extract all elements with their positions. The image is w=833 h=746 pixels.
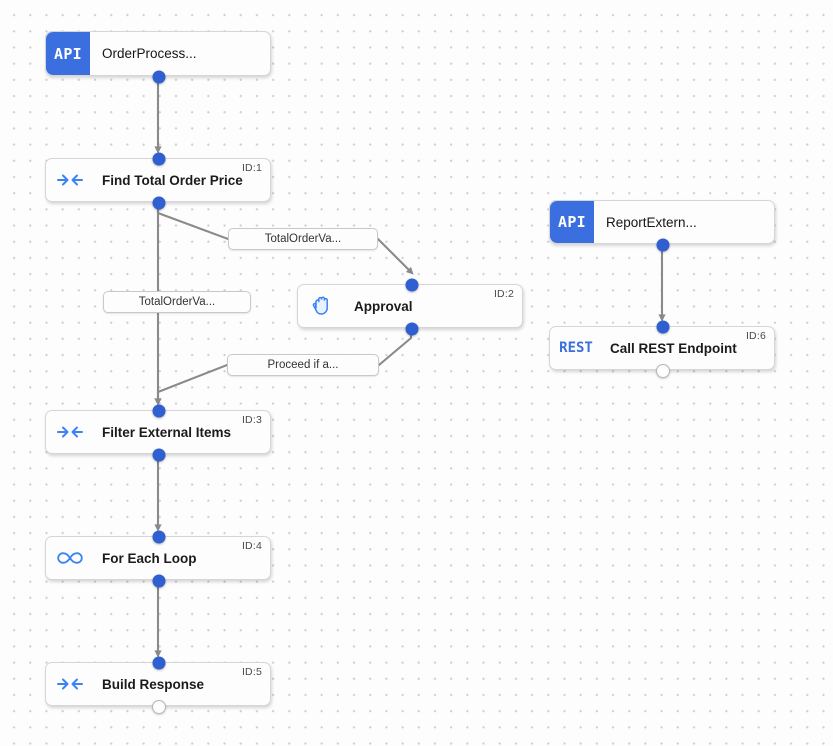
output-port[interactable] bbox=[152, 574, 166, 588]
node-id-label: ID:1 bbox=[241, 162, 262, 174]
node-title: For Each Loop bbox=[102, 550, 197, 566]
node-title: Find Total Order Price bbox=[102, 172, 243, 188]
node-find-total-order-price[interactable]: Find Total Order Price ID:1 bbox=[45, 152, 271, 210]
node-id-label: ID:5 bbox=[241, 666, 262, 678]
input-port[interactable] bbox=[405, 278, 419, 292]
api-badge-icon: API bbox=[46, 32, 90, 75]
infinity-icon bbox=[46, 550, 94, 566]
output-port[interactable] bbox=[152, 196, 166, 210]
output-port[interactable] bbox=[656, 238, 670, 252]
edge-label-total-order-va-1[interactable]: TotalOrderVa... bbox=[228, 228, 378, 250]
node-title: Filter External Items bbox=[102, 424, 232, 440]
output-port[interactable] bbox=[152, 70, 166, 84]
node-for-each-loop[interactable]: For Each Loop ID:4 bbox=[45, 530, 271, 588]
input-port[interactable] bbox=[656, 320, 670, 334]
merge-arrows-icon bbox=[46, 424, 94, 440]
node-id-label: ID:2 bbox=[493, 288, 514, 300]
edge-label-text: TotalOrderVa... bbox=[138, 296, 216, 308]
node-build-response[interactable]: Build Response ID:5 bbox=[45, 656, 271, 714]
node-approval[interactable]: Approval ID:2 bbox=[297, 278, 523, 336]
node-call-rest-endpoint[interactable]: REST Call REST Endpoint ID:6 bbox=[549, 320, 775, 378]
output-port[interactable] bbox=[405, 322, 419, 336]
node-id-label: ID:3 bbox=[241, 414, 262, 426]
node-order-process[interactable]: API OrderProcess... bbox=[45, 31, 271, 84]
edge-label-proceed-if-a[interactable]: Proceed if a... bbox=[227, 354, 379, 376]
node-title: Build Response bbox=[102, 676, 205, 692]
output-port[interactable] bbox=[656, 364, 670, 378]
node-filter-external-items[interactable]: Filter External Items ID:3 bbox=[45, 404, 271, 462]
input-port[interactable] bbox=[152, 152, 166, 166]
edge-label-text: TotalOrderVa... bbox=[264, 233, 342, 245]
api-badge-icon: API bbox=[550, 201, 594, 243]
hand-icon bbox=[298, 295, 346, 317]
input-port[interactable] bbox=[152, 404, 166, 418]
edge-label-total-order-va-2[interactable]: TotalOrderVa... bbox=[103, 291, 251, 313]
input-port[interactable] bbox=[152, 656, 166, 670]
node-title: OrderProcess... bbox=[102, 46, 197, 61]
output-port[interactable] bbox=[152, 700, 166, 714]
merge-arrows-icon bbox=[46, 676, 94, 692]
input-port[interactable] bbox=[152, 530, 166, 544]
node-title: Call REST Endpoint bbox=[610, 340, 737, 356]
node-title: ReportExtern... bbox=[606, 214, 697, 230]
node-id-label: ID:6 bbox=[745, 330, 766, 342]
node-id-label: ID:4 bbox=[241, 540, 262, 552]
node-report-extern[interactable]: API ReportExtern... bbox=[549, 200, 775, 252]
merge-arrows-icon bbox=[46, 172, 94, 188]
rest-badge-icon: REST bbox=[559, 340, 593, 356]
node-title: Approval bbox=[354, 298, 413, 314]
output-port[interactable] bbox=[152, 448, 166, 462]
edge-label-text: Proceed if a... bbox=[267, 359, 339, 371]
